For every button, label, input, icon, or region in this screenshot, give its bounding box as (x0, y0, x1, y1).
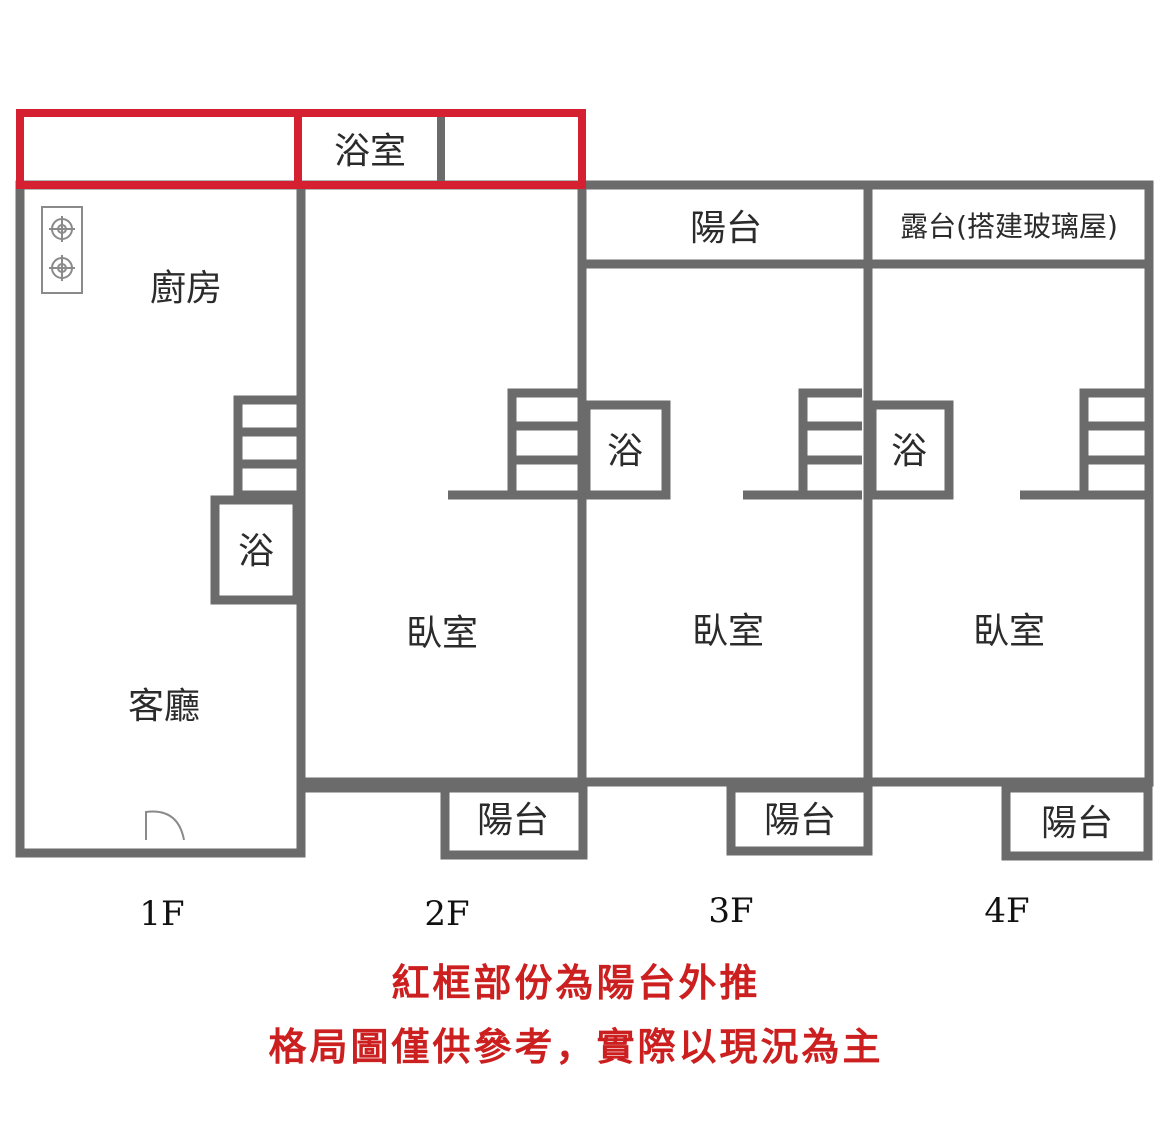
label-2f-bedroom: 臥室 (406, 613, 478, 654)
label-1f-kitchen: 廚房 (150, 268, 222, 309)
floor-2f-outline (301, 180, 587, 787)
floor-label-3f: 3F (708, 891, 753, 931)
label-1f-living: 客廳 (128, 686, 200, 727)
label-3f-balcony: 陽台 (764, 800, 836, 841)
label-4f-bedroom: 臥室 (973, 611, 1045, 652)
walls (15, 180, 1154, 861)
label-4f-terrace-top: 露台(搭建玻璃屋) (900, 210, 1118, 243)
label-3f-balcony-top: 陽台 (690, 208, 762, 249)
label-2f-top-bath: 浴室 (334, 131, 406, 172)
floor-label-2f: 2F (424, 894, 469, 934)
label-4f-bath: 浴 (891, 431, 927, 472)
floor-3f-balcony-outline (726, 783, 873, 856)
floor-2f-balcony-outline (440, 783, 588, 860)
door-icon (145, 810, 185, 841)
label-3f-bedroom: 臥室 (692, 611, 764, 652)
floor-label-1f: 1F (139, 894, 184, 934)
floor-label-4f: 4F (984, 891, 1029, 931)
floor-4f-bath-outline (867, 400, 954, 500)
floor-4f-outline (863, 180, 1154, 787)
stove-icon (41, 206, 83, 294)
label-1f-bath: 浴 (238, 531, 274, 572)
floor-3f-outline (577, 180, 873, 787)
floor-2f-stairs (448, 388, 578, 500)
floor-1f-stairs (233, 395, 297, 500)
note-line-2: 格局圖僅供參考，實際以現況為主 (268, 1024, 883, 1069)
label-2f-balcony: 陽台 (477, 800, 549, 841)
label-4f-balcony: 陽台 (1041, 803, 1113, 844)
floor-4f-balcony-outline (1001, 783, 1153, 861)
label-3f-bath: 浴 (607, 431, 643, 472)
floor-3f-bath-outline (581, 400, 671, 500)
extension-highlight (16, 109, 586, 189)
floor-3f-stairs (743, 388, 862, 500)
floor-4f-stairs (1020, 388, 1145, 500)
floor-1f-bath-outline (210, 495, 302, 605)
note-line-1: 紅框部份為陽台外推 (391, 960, 760, 1005)
